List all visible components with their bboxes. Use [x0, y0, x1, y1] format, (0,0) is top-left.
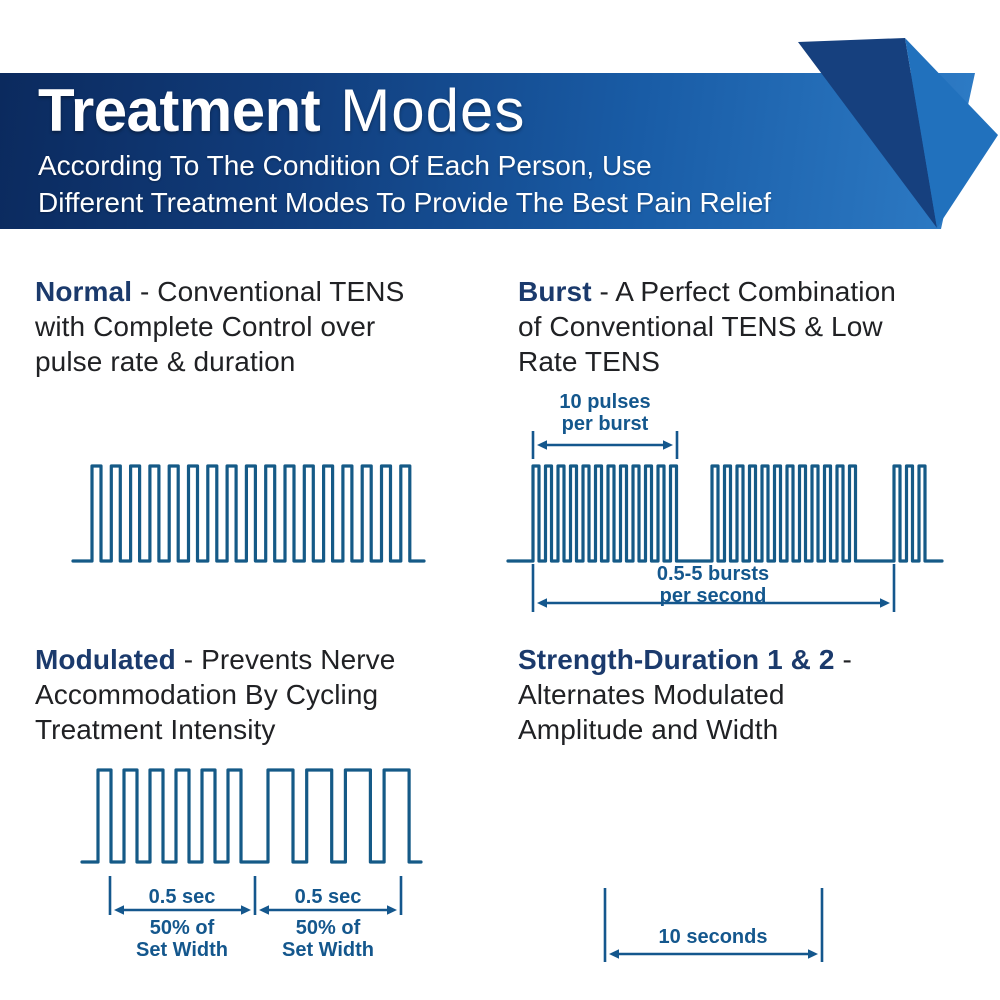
label-line: per second: [659, 585, 767, 607]
label-line: 10 pulses: [559, 391, 651, 413]
heading-line: pulse rate & duration: [35, 346, 296, 377]
label-line: per burst: [561, 413, 649, 435]
normal-waveform: [71, 464, 426, 563]
modulated-time-label-right: 0.5 sec: [294, 886, 362, 908]
heading-text: - A Perfect Combination: [599, 276, 896, 307]
heading-line: Burst - A Perfect Combination: [518, 274, 896, 309]
burst-keyword: Burst: [518, 276, 592, 307]
modulated-arrowhead-left: [114, 905, 124, 915]
burst-top-arrowhead-right: [663, 440, 673, 450]
heading-line: of Conventional TENS & Low: [518, 311, 883, 342]
label-line: 50% of: [295, 917, 361, 939]
subtitle-line-1: According To The Condition Of Each Perso…: [38, 150, 652, 181]
burst-rate-label: 0.5-5 bursts per second: [657, 563, 769, 607]
modulated-waveform: [80, 768, 423, 864]
heading-text: -: [842, 644, 852, 675]
heading-line: Modulated - Prevents Nerve: [35, 642, 395, 677]
strength-duration-heading: Strength-Duration 1 & 2 - Alternates Mod…: [518, 642, 852, 747]
heading-line: Amplitude and Width: [518, 714, 779, 745]
heading-line: Accommodation By Cycling: [35, 679, 379, 710]
modulated-heading: Modulated - Prevents Nerve Accommodation…: [35, 642, 395, 747]
strength-duration-arrowhead-right: [808, 949, 818, 959]
page-title-light: Modes: [340, 77, 526, 144]
modulated-time-label-left: 0.5 sec: [148, 886, 216, 908]
burst-bottom-arrowhead-right: [880, 598, 890, 608]
modulated-arrowhead-right: [387, 905, 397, 915]
modulated-width-label-right: 50% of Set Width: [282, 917, 374, 961]
burst-top-arrowhead-left: [537, 440, 547, 450]
ribbon-fold-dark: [798, 38, 937, 228]
burst-waveform: [506, 464, 944, 563]
ribbon-face-light: [905, 38, 998, 228]
burst-bottom-arrowhead-left: [537, 598, 547, 608]
sd-time-label: 10 seconds: [658, 926, 768, 948]
burst-pulses-label: 10 pulses per burst: [559, 391, 650, 435]
modulated-arrowhead-right: [241, 905, 251, 915]
heading-line: with Complete Control over: [35, 311, 376, 342]
normal-keyword: Normal: [35, 276, 133, 307]
modulated-arrowhead-left: [259, 905, 269, 915]
burst-heading: Burst - A Perfect Combination of Convent…: [518, 274, 896, 379]
heading-line: Strength-Duration 1 & 2 -: [518, 642, 852, 677]
subtitle-line-2: Different Treatment Modes To Provide The…: [38, 187, 772, 218]
ribbon-arrow-icon: [798, 38, 998, 228]
label-line: Set Width: [135, 939, 229, 961]
heading-text: - Prevents Nerve: [183, 644, 396, 675]
label-line: 0.5-5 bursts: [656, 563, 770, 585]
strength-duration-arrowhead-left: [609, 949, 619, 959]
heading-line: Rate TENS: [518, 346, 660, 377]
page-title: Treatment Modes: [38, 79, 525, 159]
page-title-bold: Treatment: [38, 77, 321, 144]
header-banner: Treatment Modes According To The Conditio…: [0, 73, 975, 229]
modulated-keyword: Modulated: [35, 644, 176, 675]
label-line: Set Width: [281, 939, 375, 961]
modulated-width-label-left: 50% of Set Width: [136, 917, 228, 961]
heading-line: Treatment Intensity: [35, 714, 276, 745]
heading-line: Normal - Conventional TENS: [35, 274, 404, 309]
heading-text: - Conventional TENS: [139, 276, 405, 307]
normal-heading: Normal - Conventional TENS with Complete…: [35, 274, 404, 379]
header-subtitle: According To The Condition Of Each Perso…: [38, 147, 771, 221]
heading-line: Alternates Modulated: [518, 679, 785, 710]
strength-duration-keyword: Strength-Duration 1 & 2: [518, 644, 835, 675]
label-line: 50% of: [149, 917, 215, 939]
